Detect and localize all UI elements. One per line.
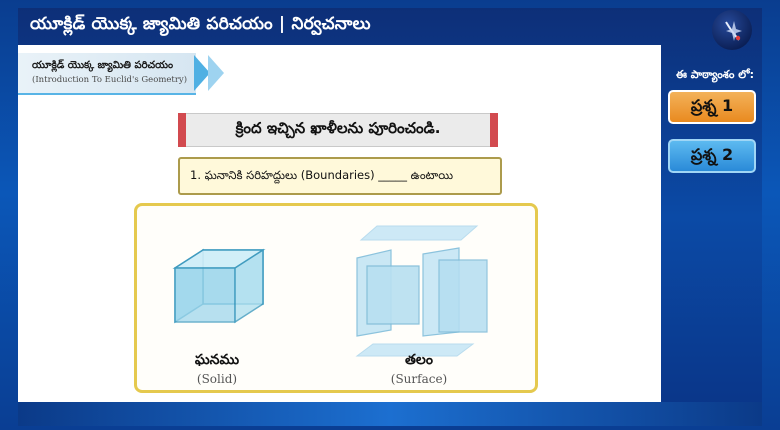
instruction-banner: క్రింద ఇచ్చిన ఖాళీలను పూరించండి.	[178, 113, 498, 147]
badge-chevron-light-icon	[208, 55, 224, 91]
question-1-button[interactable]: ప్రశ్న 1	[668, 90, 756, 124]
question-2-button[interactable]: ప్రశ్న 2	[668, 139, 756, 173]
lesson-badge-subtitle: (Introduction To Euclid's Geometry)	[32, 75, 188, 85]
surface-sublabel: (Surface)	[390, 372, 448, 386]
logo-mark	[725, 21, 742, 41]
surface-label: తలం	[405, 352, 433, 368]
lesson-badge-title: యూక్లిడ్ యొక్క జ్యామితి పరిచయం	[32, 60, 174, 71]
solid-label: ఘనము	[194, 352, 240, 368]
channel-logo-icon	[712, 10, 752, 50]
lesson-badge: యూక్లిడ్ యొక్క జ్యామితి పరిచయం (Introduc…	[18, 53, 224, 95]
header-title: యూక్లిడ్ యొక్క జ్యామితి పరిచయం | నిర్వచన…	[30, 14, 371, 34]
badge-chevron-icon	[194, 55, 210, 91]
cube-icon	[172, 248, 266, 324]
surfaces-icon	[355, 225, 488, 357]
question-text: 1. ఘనానికి సరిహద్దులు (Boundaries) _____…	[178, 157, 502, 195]
slide-canvas: యూక్లిడ్ యొక్క జ్యామితి పరిచయం (Introduc…	[18, 45, 661, 402]
figure-panel: ఘనము (Solid) తలం (Surface)	[134, 203, 538, 393]
sidebar-label: ఈ పాఠ్యాంశం లో:	[676, 68, 754, 81]
footer-strip	[18, 402, 762, 426]
solid-sublabel: (Solid)	[196, 372, 238, 386]
lesson-badge-bg	[18, 53, 196, 95]
